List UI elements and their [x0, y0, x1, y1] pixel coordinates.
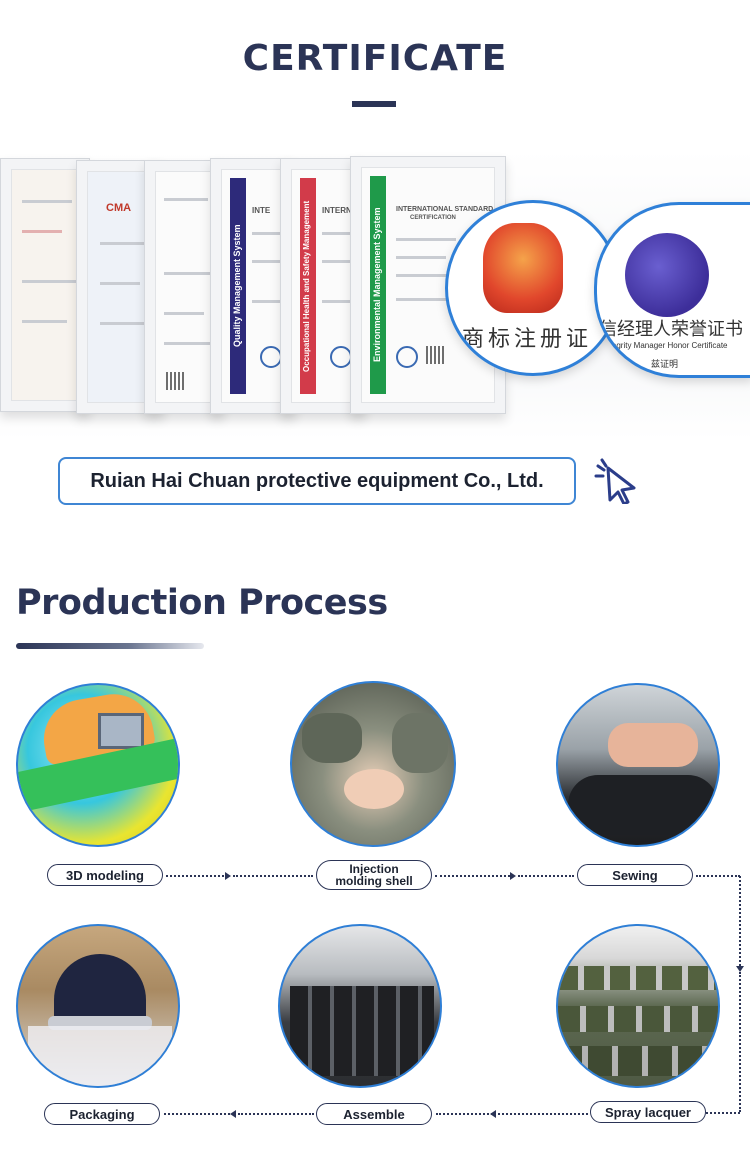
occupational-band-text: Occupational Health and Safety Managemen… [302, 200, 311, 372]
intern-text: INTERN [322, 206, 352, 215]
connector-3-down-h [696, 875, 740, 877]
connector-1-2 [166, 875, 224, 877]
connector-6-5-tail [498, 1113, 588, 1115]
step-label-spray-lacquer: Spray lacquer [590, 1101, 706, 1123]
connector-2-3 [435, 875, 510, 877]
arrow-left-icon [490, 1110, 496, 1118]
production-title: Production Process [16, 583, 388, 623]
certification-text: CERTIFICATION [410, 215, 456, 221]
honor-text-small: 兹证明 [651, 359, 679, 369]
connector-1-2-tail [233, 875, 313, 877]
step-image-3d-modeling [16, 683, 180, 847]
certificate-title-underline [352, 101, 396, 107]
qr-code [426, 346, 444, 364]
pointer-click-icon [594, 458, 642, 506]
quality-band [230, 178, 246, 394]
cma-mark: CMA [106, 202, 132, 214]
step-label-sewing: Sewing [577, 864, 693, 886]
certificate-frame-1 [0, 158, 90, 412]
connector-3-down-v2 [739, 972, 741, 1112]
step-label-3d-modeling: 3D modeling [47, 864, 163, 886]
certificate-gallery: CMA Quality Management System INTE [0, 150, 750, 440]
production-title-underline [16, 643, 204, 649]
inte-text: INTE [252, 206, 271, 215]
honor-text-en: Integrity Manager Honor Certificate [603, 341, 728, 350]
honor-badge: 信经理人荣誉证书 Integrity Manager Honor Certifi… [594, 202, 750, 378]
national-emblem-icon [483, 223, 563, 313]
honor-text-cn: 信经理人荣誉证书 [599, 319, 743, 340]
connector-3-down-v [739, 876, 741, 966]
certificate-frame-environmental: Environmental Management System INTERNAT… [350, 156, 506, 414]
connector-2-3-tail [518, 875, 574, 877]
arrow-right-icon [510, 872, 516, 880]
step-label-packaging: Packaging [44, 1103, 160, 1125]
environmental-band-text: Environmental Management System [372, 207, 382, 363]
step-label-injection-molding: Injection molding shell [316, 860, 432, 890]
step-image-assemble [278, 924, 442, 1088]
environmental-band [370, 176, 386, 394]
uks-stamp [396, 346, 418, 368]
occupational-band [300, 178, 316, 394]
arrow-right-icon [225, 872, 231, 880]
qr-code [166, 372, 184, 390]
connector-6-5 [436, 1113, 496, 1115]
step-image-sewing [556, 683, 720, 847]
arrow-left-icon [230, 1110, 236, 1118]
connector-6-h [706, 1112, 740, 1114]
step-label-assemble: Assemble [316, 1103, 432, 1125]
honor-logo-icon [625, 233, 709, 317]
step-image-packaging [16, 924, 180, 1088]
intl-standard-text: INTERNATIONAL STANDARD [396, 206, 494, 213]
certificate-title: CERTIFICATE [242, 38, 508, 79]
uks-stamp [260, 346, 282, 368]
connector-5-4 [164, 1113, 230, 1115]
arrow-down-icon [736, 966, 744, 972]
connector-5-4-tail [238, 1113, 314, 1115]
step-image-spray-lacquer [556, 924, 720, 1088]
trademark-text: 商标注册证 [462, 327, 593, 352]
uks-stamp [330, 346, 352, 368]
company-name-banner: Ruian Hai Chuan protective equipment Co.… [58, 457, 576, 505]
step-image-injection-molding [290, 681, 456, 847]
trademark-badge: 商标注册证 [445, 200, 621, 376]
quality-band-text: Quality Management System [232, 224, 242, 348]
